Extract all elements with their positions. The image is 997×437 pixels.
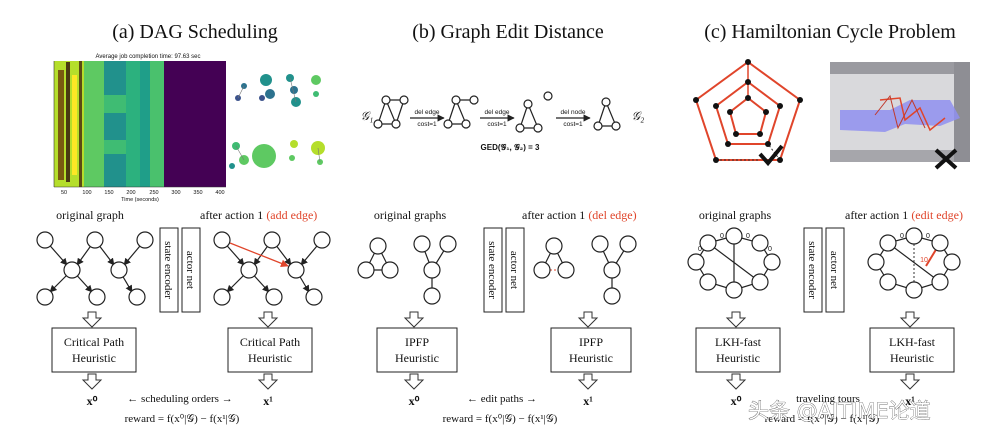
ged-op-3-cost: cost=1 <box>563 121 583 128</box>
heuristic-label: Heuristic <box>72 351 116 365</box>
checkmark-icon <box>758 144 784 167</box>
dag-xtick: 300 <box>171 190 180 196</box>
panel-b-right-label: after action 1 (del edge) <box>522 208 637 222</box>
heuristic-label: Heuristic <box>248 351 292 365</box>
heuristic-label: Heuristic <box>716 351 760 365</box>
actor-net-box-a <box>181 227 201 313</box>
dag-xtick: 50 <box>61 190 67 196</box>
output-x1-c: x¹ <box>905 394 915 408</box>
reward-formula-b: reward = f(x⁰|𝒢) − f(x¹|𝒢) <box>443 413 558 425</box>
heuristic-label: Heuristic <box>569 351 613 365</box>
panel-b-title: (b) Graph Edit Distance <box>412 21 604 43</box>
ged-original-graphs <box>357 235 457 305</box>
heuristic-name: IPFP <box>405 335 429 349</box>
dag-xlabel: Time (seconds) <box>121 197 159 203</box>
panel-b-left-label: original graphs <box>374 208 447 222</box>
edge-weight: 0 <box>900 233 904 240</box>
state-encoder-box-a <box>159 227 179 313</box>
heuristic-box-b-right <box>550 327 632 373</box>
reward-formula-a: reward = f(x⁰|𝒢) − f(x¹|𝒢) <box>125 413 240 425</box>
dag-xtick: 350 <box>193 190 202 196</box>
ged-g2-label: 𝒢₂ <box>632 109 645 123</box>
output-x1-b: x¹ <box>583 394 593 408</box>
dag-xtick: 200 <box>126 190 135 196</box>
state-encoder-box-c <box>803 227 823 313</box>
edge-weight: 0 <box>698 246 702 253</box>
ged-op-1-name: del edge <box>415 109 440 116</box>
heuristic-box-a-left <box>51 327 137 373</box>
actor-net-label-b: actor net <box>508 251 520 289</box>
heuristic-box-b-left <box>376 327 458 373</box>
state-encoder-label-c: state encoder <box>806 241 818 299</box>
hcp-after-action-graph: 0 0 10 <box>867 227 961 299</box>
ged-op-2-name: del edge <box>485 109 510 116</box>
edge-weight-edited: 10 <box>920 257 928 264</box>
panel-c-right-label: after action 1 (edit edge) <box>845 208 963 222</box>
dag-jobs-illustration <box>229 74 325 169</box>
output-x0-c: x⁰ <box>731 394 742 408</box>
reward-formula-c: reward = f(x⁰|𝒢) − f(x¹|𝒢) <box>765 413 880 425</box>
heuristic-name: LKH-fast <box>715 335 762 349</box>
state-encoder-label-b: state encoder <box>486 241 498 299</box>
dag-xtick: 400 <box>215 190 224 196</box>
dag-xtick: 250 <box>149 190 158 196</box>
middle-caption-c: traveling tours <box>796 393 860 405</box>
ged-op-3-name: del node <box>561 109 586 116</box>
dag-plot-title: Average job completion time: 97.63 sec <box>96 54 201 60</box>
heuristic-box-a-right <box>227 327 313 373</box>
ged-g1-label: 𝒢₁ <box>361 109 374 123</box>
edge-weight: 0 <box>768 246 772 253</box>
heuristic-box-c-right <box>869 327 955 373</box>
hcp-map-image <box>830 62 970 170</box>
heuristic-name: IPFP <box>579 335 603 349</box>
actor-net-label-a: actor net <box>184 251 196 289</box>
dag-xtick: 100 <box>82 190 91 196</box>
output-x0-a: x⁰ <box>87 394 98 408</box>
ged-op-1-cost: cost=1 <box>417 121 437 128</box>
state-encoder-box-b <box>483 227 503 313</box>
state-encoder-label-a: state encoder <box>162 241 174 299</box>
dag-after-action-graph <box>213 231 331 306</box>
actor-net-box-c <box>825 227 845 313</box>
dag-original-graph <box>36 231 154 306</box>
heuristic-name: Critical Path <box>240 335 300 349</box>
hcp-dodecahedron <box>693 59 803 167</box>
watermark: 头条 @AITIME论道 <box>748 399 931 423</box>
middle-caption-a: ← scheduling orders → <box>127 393 232 405</box>
down-arrow-icons <box>81 311 921 390</box>
middle-caption-b: ← edit paths → <box>467 393 537 405</box>
heuristic-name: Critical Path <box>64 335 124 349</box>
output-x0-b: x⁰ <box>409 394 420 408</box>
heuristic-box-c-left <box>695 327 781 373</box>
heuristic-name: LKH-fast <box>889 335 936 349</box>
cross-icon <box>934 148 958 170</box>
output-x1-a: x¹ <box>263 394 273 408</box>
panel-a-right-label: after action 1 (add edge) <box>200 208 317 222</box>
ged-strip: 𝒢₁ del edge cost=1 del edge cost=1 del n… <box>361 91 645 152</box>
ged-op-2-cost: cost=1 <box>487 121 507 128</box>
ged-after-action-graphs <box>533 235 637 305</box>
dag-heatmap-plot: Average job completion time: 97.63 sec 5… <box>53 54 226 203</box>
heuristic-label: Heuristic <box>395 351 439 365</box>
edge-weight: 0 <box>720 233 724 240</box>
actor-net-label-c: actor net <box>828 251 840 289</box>
ged-result: GED(𝒢₁, 𝒢₂) = 3 <box>481 143 540 152</box>
edge-weight: 0 <box>746 233 750 240</box>
panel-a-title: (a) DAG Scheduling <box>112 21 278 43</box>
panel-c-left-label: original graphs <box>699 208 772 222</box>
actor-net-box-b <box>505 227 525 313</box>
hcp-original-graph: 0 0 0 0 <box>687 227 781 299</box>
panel-a-left-label: original graph <box>56 208 124 222</box>
edge-weight: 0 <box>926 233 930 240</box>
heuristic-label: Heuristic <box>890 351 934 365</box>
panel-c-title: (c) Hamiltonian Cycle Problem <box>704 21 956 43</box>
dag-xtick: 150 <box>104 190 113 196</box>
